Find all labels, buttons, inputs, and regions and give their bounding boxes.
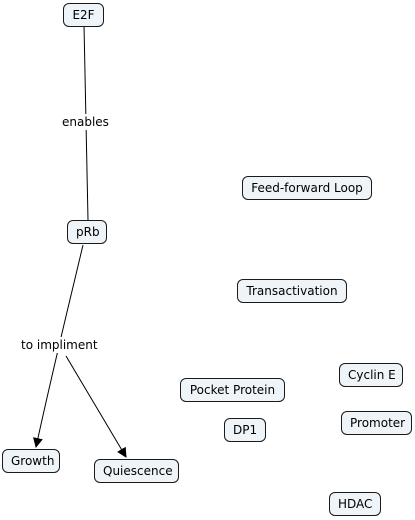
link-label-to-impliment[interactable]: to impliment [19, 337, 100, 353]
concept-cyclin-e[interactable]: Cyclin E [339, 363, 403, 387]
concept-growth[interactable]: Growth [2, 449, 60, 473]
concept-quiescence[interactable]: Quiescence [94, 459, 179, 483]
link-connector-quiescence[interactable] [65, 355, 127, 458]
concept-feed-forward-loop[interactable]: Feed-forward Loop [242, 176, 372, 200]
concept-e2f[interactable]: E2F [63, 3, 104, 27]
link-label-enables[interactable]: enables [60, 114, 111, 130]
concept-hdac[interactable]: HDAC [329, 492, 381, 516]
concept-prb[interactable]: pRb [67, 220, 107, 244]
concept-transactivation[interactable]: Transactivation [237, 279, 347, 303]
concept-dp1[interactable]: DP1 [224, 418, 266, 442]
link-prb-growth[interactable] [33, 244, 84, 448]
concept-pocket-protein[interactable]: Pocket Protein [180, 378, 285, 402]
concept-promoter[interactable]: Promoter [341, 411, 412, 435]
